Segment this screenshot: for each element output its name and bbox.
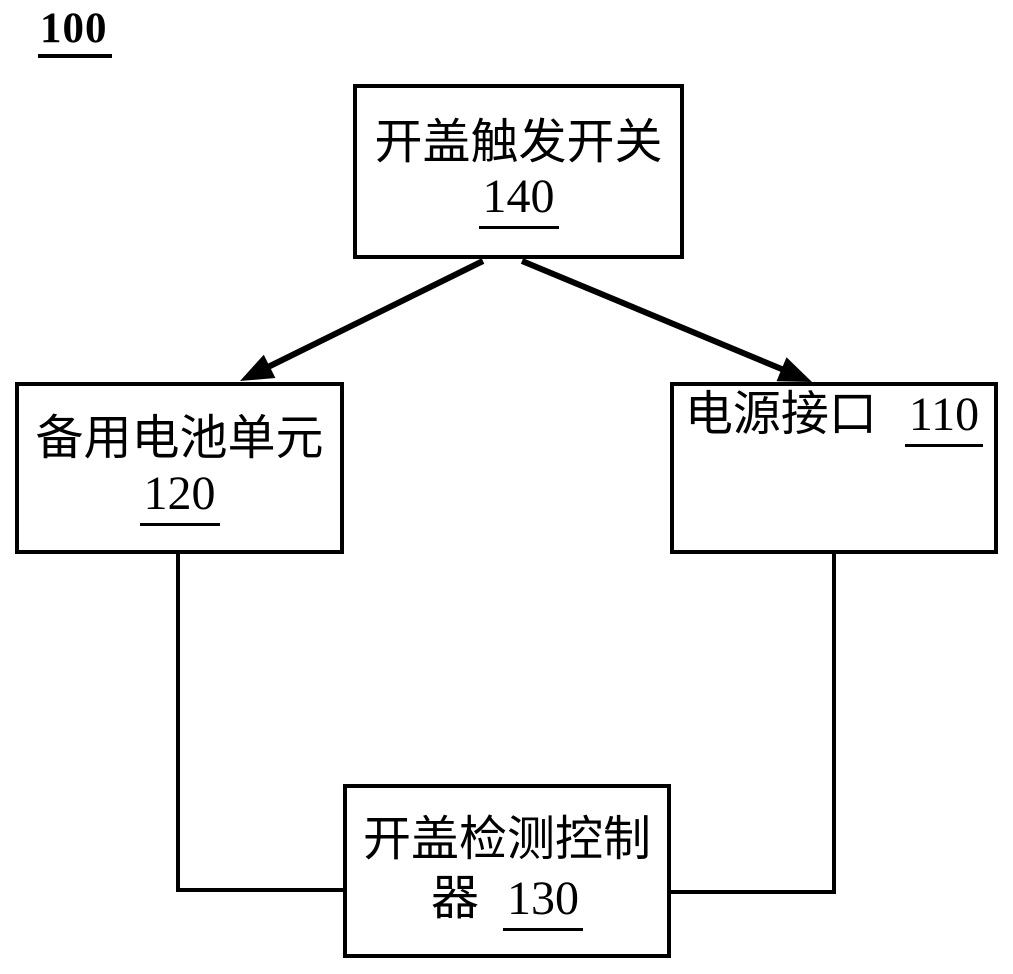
arrow-switch-to-battery-line xyxy=(264,258,485,371)
arrow-switch-to-power-line xyxy=(520,258,786,373)
node-detection-controller-label-line1: 开盖检测控制 xyxy=(362,813,651,867)
node-power-interface: 电源接口 110 xyxy=(670,382,998,554)
connector-power-to-controller xyxy=(668,550,836,894)
node-power-interface-label: 电源接口 xyxy=(684,388,877,441)
node-detection-controller-line2: 器 130 xyxy=(431,870,583,931)
node-detection-controller: 开盖检测控制 器 130 xyxy=(343,784,671,958)
node-trigger-switch-label: 开盖触发开关 xyxy=(374,115,663,169)
node-backup-battery-label: 备用电池单元 xyxy=(35,412,324,466)
node-backup-battery-ref: 120 xyxy=(139,468,220,526)
arrowhead-power-icon xyxy=(776,357,812,382)
node-trigger-switch: 开盖触发开关 140 xyxy=(353,84,684,259)
node-backup-battery: 备用电池单元 120 xyxy=(15,382,344,554)
node-detection-controller-label-line2: 器 xyxy=(430,871,479,925)
figure-number: 100 xyxy=(38,4,112,58)
node-trigger-switch-ref: 140 xyxy=(478,171,559,230)
node-power-interface-ref: 110 xyxy=(904,389,984,448)
connector-battery-to-controller xyxy=(176,550,347,892)
node-detection-controller-ref: 130 xyxy=(503,873,583,931)
arrowhead-battery-icon xyxy=(240,354,276,381)
